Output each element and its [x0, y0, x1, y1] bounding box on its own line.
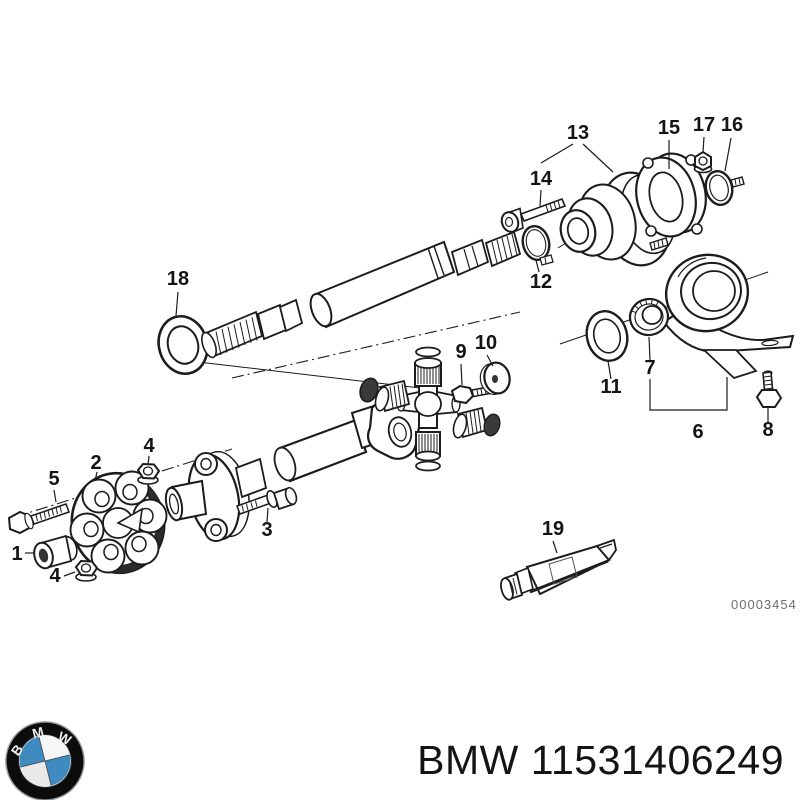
bolt-3 [236, 486, 298, 515]
part-label-10: 10 [475, 332, 497, 354]
part-label-16: 16 [721, 114, 743, 136]
washer-10 [479, 361, 511, 395]
part-label-17: 17 [693, 114, 715, 136]
bmw-logo: B M W [5, 721, 85, 800]
flex-disc [69, 470, 168, 575]
flange-plate-15 [635, 152, 707, 238]
part-label-15: 15 [658, 117, 680, 139]
leader-lines [25, 136, 769, 577]
nut-17 [693, 150, 713, 174]
bmw-quadrant-blue-br [45, 754, 71, 786]
center-bearing-support [585, 253, 795, 380]
part-callouts: 1 2 3 4 4 5 6 7 8 9 10 11 12 13 14 15 16… [11, 114, 773, 587]
nut-4-upper [136, 462, 161, 485]
bolt-5 [7, 503, 70, 535]
part-label-1: 1 [11, 543, 22, 565]
part-label-14: 14 [530, 168, 553, 190]
part-label-6: 6 [692, 421, 703, 443]
bmw-quadrant-blue-tl [19, 736, 45, 768]
part-label-3: 3 [261, 519, 272, 541]
part-label-2: 2 [90, 452, 101, 474]
part-label-18: 18 [167, 268, 189, 290]
bolt-9 [450, 384, 494, 405]
bmw-letter-w: W [55, 729, 73, 748]
upper-driveshaft [157, 230, 522, 375]
part-label-9: 9 [455, 341, 466, 363]
spacer-sleeve-1 [33, 534, 78, 570]
bmw-letter-m: M [31, 724, 46, 741]
clamp-12 [521, 225, 554, 266]
part-label-4b: 4 [49, 565, 61, 587]
part-label-19: 19 [542, 518, 564, 540]
nut-4-lower [74, 559, 99, 582]
bmw-quadrant-white-tr [38, 735, 70, 761]
part-label-4a: 4 [143, 435, 155, 457]
exploded-parts-diagram: 1 2 3 4 4 5 6 7 8 9 10 11 12 13 14 15 16… [7, 114, 797, 612]
part-label-5: 5 [48, 468, 59, 490]
universal-joint [359, 346, 501, 472]
grease-tube-19 [500, 538, 617, 601]
bolt-14 [500, 197, 567, 234]
part-number-text: BMW 11531406249 [417, 737, 784, 783]
part-label-8: 8 [762, 419, 773, 441]
drawing-number: 00003454 [731, 597, 797, 612]
clamp-16 [704, 170, 745, 206]
bmw-quadrant-white-bl [20, 761, 52, 787]
lower-driveshaft [164, 397, 423, 542]
part-label-11: 11 [600, 376, 621, 398]
part-label-12: 12 [530, 271, 552, 293]
part-label-13: 13 [567, 122, 589, 144]
part-label-7: 7 [644, 357, 655, 379]
bolt-8 [755, 370, 783, 408]
